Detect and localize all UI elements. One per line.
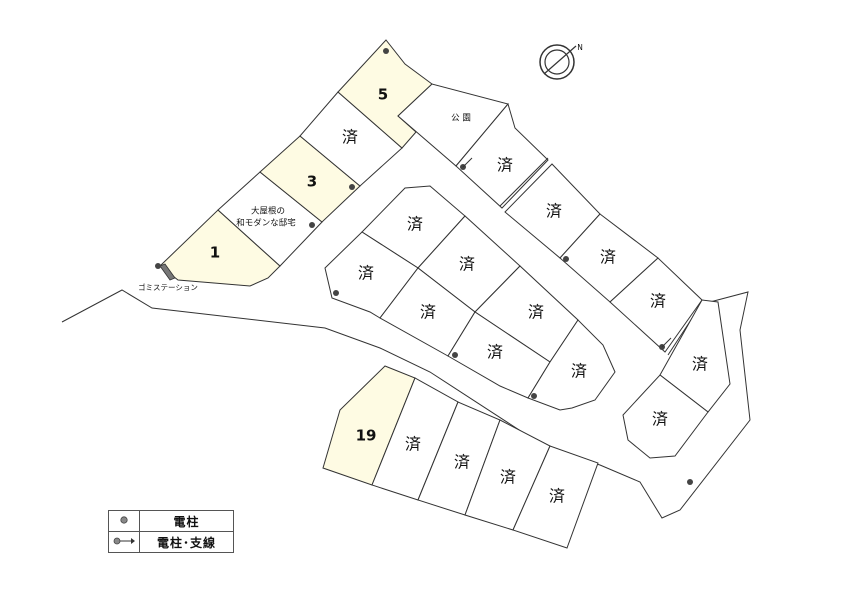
sold-label: 済 <box>549 487 565 506</box>
sold-label: 済 <box>420 303 436 322</box>
sold-label: 済 <box>650 292 666 311</box>
legend-row-pole: 電柱 <box>108 510 234 532</box>
compass-north-label: N <box>577 43 583 52</box>
pole-icon <box>349 184 355 190</box>
lot-2-label-line1: 大屋根の <box>251 206 285 217</box>
pole-icon <box>108 510 140 532</box>
sold-label: 済 <box>692 355 708 374</box>
sold-label: 済 <box>459 255 475 274</box>
sold-label: 済 <box>358 264 374 283</box>
pole-icon <box>563 256 569 262</box>
lot-2-label-line2: 和モダンな邸宅 <box>236 218 296 229</box>
sold-label: 済 <box>487 343 503 362</box>
sold-label: 済 <box>546 202 562 221</box>
pole-icon <box>687 479 693 485</box>
pole-icon <box>452 352 458 358</box>
pole-icon <box>383 48 389 54</box>
pole-guywire-icon <box>659 337 672 350</box>
legend-row-pole-guywire: 電柱･支線 <box>108 531 234 553</box>
lot-3-label: 3 <box>307 173 317 191</box>
park-label: 公 園 <box>451 114 471 124</box>
sold-label: 済 <box>528 303 544 322</box>
pole-icon <box>155 263 161 269</box>
legend: 電柱 電柱･支線 <box>108 510 234 553</box>
lot-4-label: 済 <box>342 128 358 147</box>
sold-label: 済 <box>454 453 470 472</box>
lot-19-label: 19 <box>356 427 377 445</box>
sold-label: 済 <box>497 156 513 175</box>
sold-label: 済 <box>500 468 516 487</box>
pole-guywire-icon <box>108 531 140 553</box>
lot-se-2[interactable] <box>622 374 709 459</box>
garbage-station <box>159 263 176 281</box>
garbage-station-label: ゴミステーション <box>138 282 198 292</box>
sold-label: 済 <box>600 248 616 267</box>
lot-5-label: 5 <box>378 86 388 104</box>
lot-boundary <box>499 157 549 207</box>
legend-label-pole-guywire: 電柱･支線 <box>139 531 234 553</box>
road-edge-west <box>61 289 751 519</box>
lot-1-label: 1 <box>210 244 220 262</box>
lot-19[interactable] <box>322 365 416 486</box>
lot-s-4[interactable] <box>512 445 599 549</box>
sold-label: 済 <box>405 435 421 454</box>
sold-label: 済 <box>652 410 668 429</box>
lot-c-7[interactable] <box>527 319 616 411</box>
pole-icon <box>333 290 339 296</box>
pole-icon <box>531 393 537 399</box>
compass-icon: N <box>539 43 583 80</box>
legend-label-pole: 電柱 <box>139 510 234 532</box>
sold-label: 済 <box>571 362 587 381</box>
sold-label: 済 <box>407 215 423 234</box>
pole-guywire-icon <box>460 157 473 170</box>
lot-east-1[interactable] <box>455 102 549 209</box>
pole-icon <box>309 222 315 228</box>
